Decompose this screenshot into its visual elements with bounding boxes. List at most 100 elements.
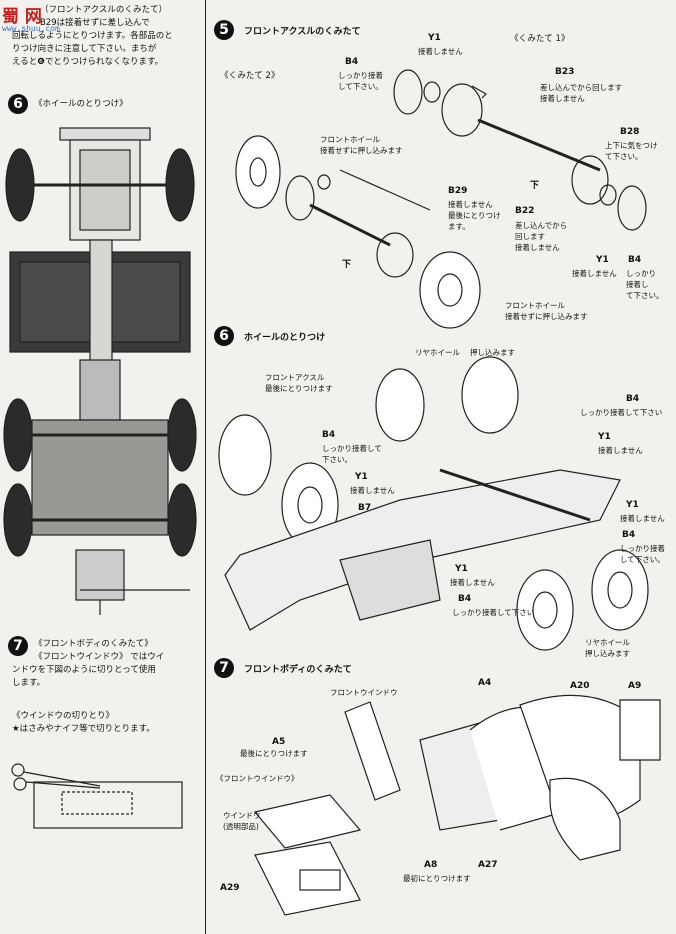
kumitate1-label: 《くみたて 1》: [510, 34, 570, 44]
front-window-label: フロントウインドウ: [330, 688, 398, 697]
front-wheel2-note: 接着せずに押し込みます: [505, 312, 588, 321]
a29-part: A29: [220, 883, 240, 893]
b4-bottom-note2: 接着し: [626, 280, 649, 289]
b4-a-note: しっかり接着して下さい: [580, 408, 663, 417]
b29-note2: 最後にとりつけ: [448, 211, 501, 220]
y1-d-note: 接着しません: [620, 514, 665, 523]
y1-top-note: 接着しません: [418, 47, 463, 56]
y1-a-note: 接着しません: [598, 446, 643, 455]
a27-part: A27: [478, 860, 498, 870]
rear-wheel2-name: リヤホイール: [585, 638, 630, 647]
scissors-drawing: [11, 763, 101, 791]
front-wheel1-note: 接着せずに押し込みます: [320, 146, 403, 155]
front-axle-drawing-1: [393, 69, 647, 231]
b22-note3: 接着しません: [515, 243, 560, 252]
b4-c-note: しっかり接着して下さい: [452, 608, 535, 617]
wheel-mount-drawing: [218, 356, 649, 651]
window-name: ウインドウ: [223, 811, 261, 820]
y1-b-part: Y1: [355, 472, 368, 482]
front-body-drawing: [253, 694, 661, 916]
y1-b-note: 接着しません: [350, 486, 395, 495]
rear-wheel-note: 押し込みます: [470, 348, 515, 357]
a20-part: A20: [570, 681, 590, 691]
b22-note2: 回します: [515, 232, 545, 241]
front-axle-name: フロントアクスル: [265, 373, 325, 382]
y1-bottom-part: Y1: [596, 255, 609, 265]
rear-wheel-name: リヤホイール: [415, 348, 460, 357]
step7-left-line4: します。: [12, 678, 46, 688]
y1-a-part: Y1: [598, 432, 611, 442]
step6-number: 6: [214, 326, 234, 346]
b29-note3: ます。: [448, 222, 470, 231]
left-text-line1: （フロントアクスルのくみたて）: [40, 5, 168, 15]
left-text-line5: えると❻でとりつけられなくなります。: [12, 57, 164, 67]
y1-top-part: Y1: [428, 33, 441, 43]
rear-wheel2-note: 押し込みます: [585, 649, 630, 658]
left-text-line2: B29は接着せずに差し込んで: [40, 18, 150, 28]
a8-part: A8: [424, 860, 438, 870]
a4-part: A4: [478, 678, 492, 688]
window-sheet-outline: [33, 781, 183, 829]
front-window2-label: 《フロントウインドウ》: [216, 774, 299, 783]
b4-top-note1: しっかり接着: [338, 71, 383, 80]
b4-top-note2: して下さい。: [338, 82, 383, 91]
window-cut-line: [61, 791, 133, 815]
step6-title: ホイールのとりつけ: [244, 333, 326, 343]
b28-part: B28: [620, 127, 640, 137]
y1-c-note: 接着しません: [450, 578, 495, 587]
step7-left-number: 7: [8, 636, 28, 656]
b4-top-part: B4: [345, 57, 359, 67]
b4-c-part: B4: [458, 594, 472, 604]
window-note: (透明部品): [223, 822, 259, 831]
watermark-url: www.shuu.com: [2, 24, 60, 33]
step6-left-title: 《ホイールのとりつけ》: [34, 99, 128, 109]
b4-d-part: B4: [622, 530, 636, 540]
b4-bottom-note3: て下さい。: [626, 291, 664, 300]
down-arrow-label-1: 下: [342, 260, 352, 270]
column-divider: [205, 0, 206, 934]
watermark-logo: 蜀 网: [2, 7, 42, 27]
y1-c-part: Y1: [455, 564, 468, 574]
window-cut-note: ★はさみやナイフ等で切りとります。: [12, 724, 155, 734]
step6-left-number: 6: [8, 94, 28, 114]
b4-d-note2: して下さい。: [620, 555, 665, 564]
kumitate2-label: 《くみたて 2》: [220, 71, 280, 81]
b4-b-note1: しっかり接着して: [322, 444, 382, 453]
a9-part: A9: [628, 681, 642, 691]
down-arrow-label-2: 下: [530, 181, 540, 191]
b28-note2: て下さい。: [605, 152, 643, 161]
window-cut-title: 《ウインドウの切りとり》: [12, 711, 115, 721]
a5-note: 最後にとりつけます: [240, 749, 308, 758]
y1-d-part: Y1: [626, 500, 639, 510]
step7-left-line2: 《フロントウインドウ》 ではウイ: [34, 652, 165, 662]
b29-note1: 接着しません: [448, 200, 493, 209]
b4-a-part: B4: [626, 394, 640, 404]
b28-note1: 上下に気をつけ: [605, 141, 658, 150]
b29-part: B29: [448, 186, 468, 196]
b7-part: B7: [358, 503, 372, 513]
y1-bottom-note: 接着しません: [572, 269, 617, 278]
left-text-line4: りつけ向きに注意して下さい。まちが: [12, 44, 157, 54]
front-wheel2-name: フロントホイール: [505, 301, 565, 310]
b23-note2: 接着しません: [540, 94, 585, 103]
step7-number: 7: [214, 658, 234, 678]
step7-left-line3: ンドウを下図のように切りとって使用: [12, 665, 156, 675]
left-text-line3: 回転しるようにとりつけます。各部品のと: [12, 31, 173, 41]
step7-left-line1: 《フロントボディのくみたて》: [34, 639, 153, 649]
a8-note: 最初にとりつけます: [403, 874, 471, 883]
front-axle-note: 最後にとりつけます: [265, 384, 333, 393]
b22-part: B22: [515, 206, 535, 216]
step7-title: フロントボディのくみたて: [244, 665, 352, 675]
b23-note1: 差し込んでから回します: [540, 83, 623, 92]
b4-bottom-note1: しっかり: [626, 269, 656, 278]
front-wheel1-name: フロントホイール: [320, 135, 380, 144]
step5-title: フロントアクスルのくみたて: [244, 27, 361, 37]
b4-d-note1: しっかり接着: [620, 544, 665, 553]
b4-bottom-part: B4: [628, 255, 642, 265]
b4-b-note2: 下さい。: [322, 455, 352, 464]
b23-part: B23: [555, 67, 575, 77]
b22-note1: 差し込んでから: [515, 221, 568, 230]
a5-part: A5: [272, 737, 286, 747]
